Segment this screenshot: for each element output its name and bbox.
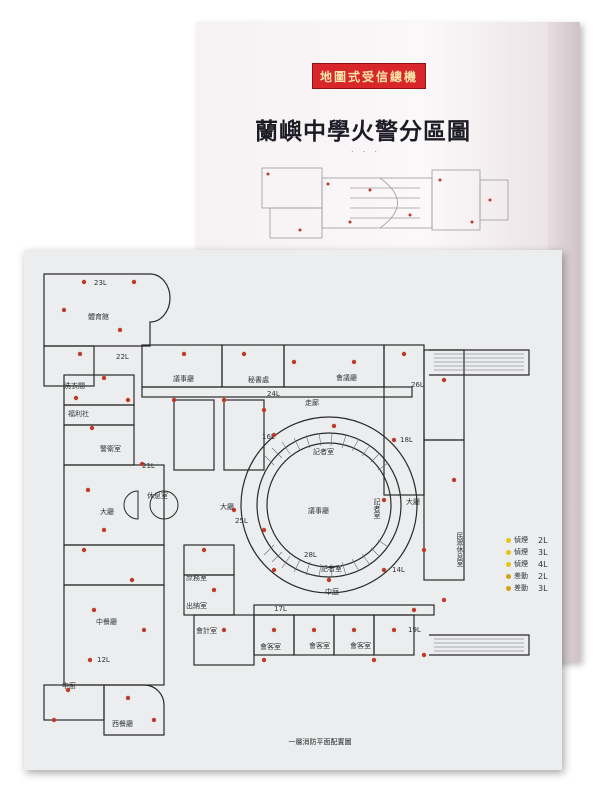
zone-label: 16L	[262, 433, 275, 441]
room-label: 大廳	[220, 503, 234, 511]
zone-label: 18L	[400, 436, 413, 444]
room-label: 民眾休息室	[456, 532, 464, 567]
legend-name: 差動	[514, 584, 528, 592]
room-label: 議事廳	[173, 375, 194, 383]
legend-name: 偵煙	[514, 560, 528, 568]
room-label: 中餐廳	[96, 618, 117, 626]
legend-name: 偵煙	[514, 536, 528, 544]
zone-label: 17L	[274, 605, 287, 613]
cover-title: 蘭嶼中學火警分區圖	[255, 119, 471, 145]
floorplan-drawing	[43, 273, 530, 736]
room-label: 議事廳	[308, 507, 329, 515]
heat-detector-icon	[506, 585, 511, 591]
zone-label: 26L	[411, 381, 424, 389]
legend-count: 3L	[538, 547, 548, 557]
room-label: 會計室	[196, 627, 217, 635]
smoke-detector-icon	[506, 561, 511, 567]
room-label: 出納室	[186, 602, 207, 610]
room-label: 中庭	[325, 588, 339, 596]
zone-label: 24L	[267, 390, 280, 398]
heat-detector-icon	[506, 573, 511, 579]
room-label: 記者室	[313, 448, 334, 456]
zone-label: 12L	[97, 656, 110, 664]
floorplan-sheet	[24, 250, 562, 770]
legend-count: 4L	[538, 559, 548, 569]
cover-subtitle: · · ·	[351, 149, 381, 156]
room-label: 大廳	[100, 508, 114, 516]
legend-count: 2L	[538, 571, 548, 581]
room-label: 福利社	[68, 410, 89, 418]
room-label: 會客室	[350, 642, 371, 650]
legend-row: 偵煙 3L	[506, 546, 566, 558]
room-label: 庶務室	[186, 574, 207, 582]
legend-row: 差動 2L	[506, 570, 566, 582]
legend-row: 偵煙 4L	[506, 558, 566, 570]
smoke-detector-icon	[506, 549, 511, 555]
room-label: 休息室	[147, 492, 168, 500]
zone-label: 14L	[392, 566, 405, 574]
zone-label: 19L	[408, 626, 421, 634]
detector-legend: 偵煙 2L 偵煙 3L 偵煙 4L 差動 2L 差動 3L	[506, 534, 566, 594]
room-label: 會客室	[309, 642, 330, 650]
room-label: 走廊	[305, 399, 319, 407]
cover-badge: 地圖式受信總機	[312, 63, 426, 89]
zone-label: 23L	[94, 279, 107, 287]
legend-row: 差動 3L	[506, 582, 566, 594]
smoke-detector-icon	[506, 537, 511, 543]
cover-floorplan-thumbnail	[261, 167, 509, 239]
room-label: 會客室	[260, 643, 281, 651]
legend-count: 3L	[538, 583, 548, 593]
room-label: 記者室	[373, 498, 381, 519]
legend-name: 偵煙	[514, 548, 528, 556]
legend-name: 差動	[514, 572, 528, 580]
room-label: 警衛室	[100, 445, 121, 453]
legend-row: 偵煙 2L	[506, 534, 566, 546]
room-label: 記者室	[321, 565, 342, 573]
room-label: 西餐廳	[112, 720, 133, 728]
zone-label: 28L	[304, 551, 317, 559]
zone-label: 21L	[142, 462, 155, 470]
zone-label: 25L	[235, 517, 248, 525]
legend-count: 2L	[538, 535, 548, 545]
room-label: 會議廳	[336, 374, 357, 382]
room-label: 中廚	[62, 682, 76, 690]
room-label: 體育館	[88, 313, 109, 321]
room-label: 洗衣間	[64, 382, 85, 390]
room-label: 大廳	[406, 498, 420, 506]
room-label: 秘書處	[248, 376, 269, 384]
zone-label: 22L	[116, 353, 129, 361]
floorplan-caption: 一層消防平面配置圖	[288, 738, 352, 746]
